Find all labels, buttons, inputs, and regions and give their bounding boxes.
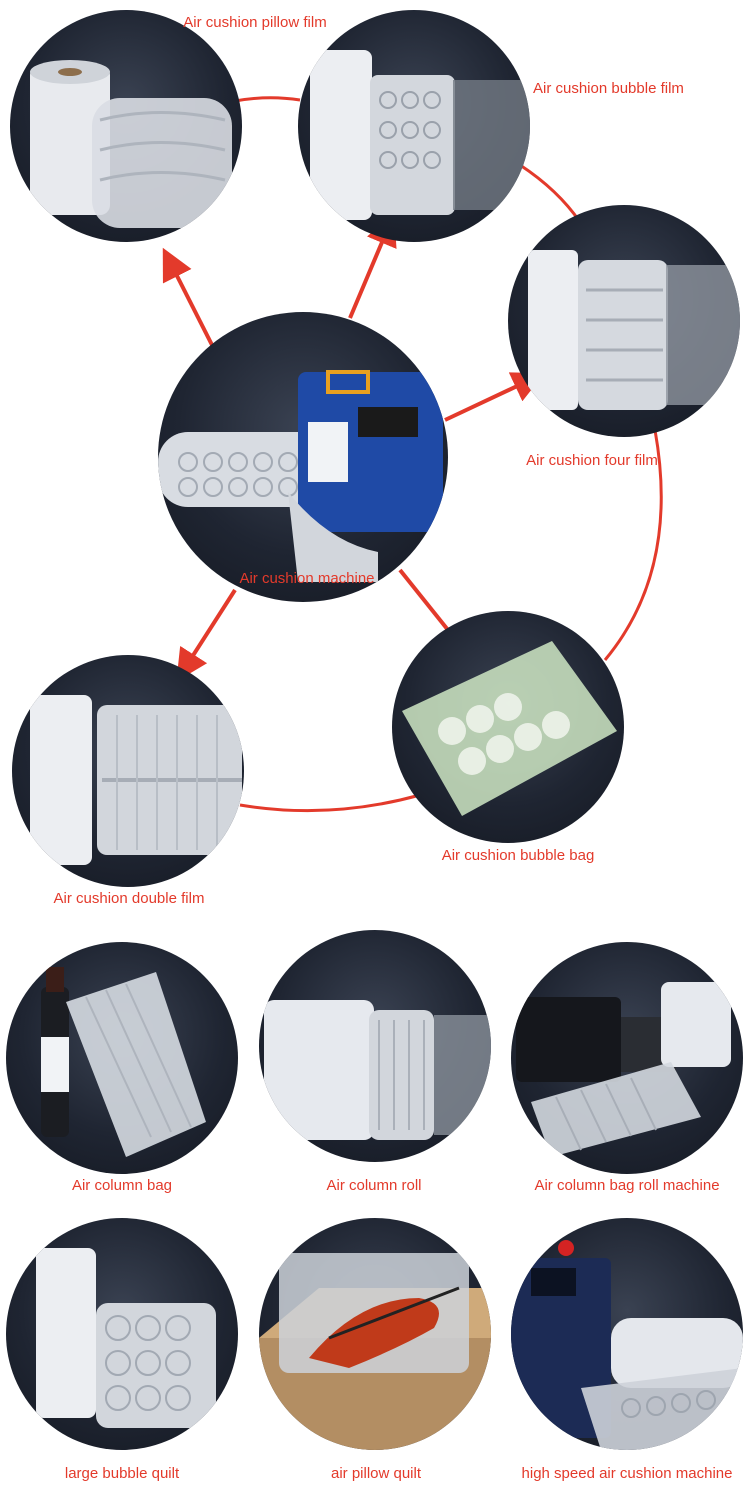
- large-bubble-quilt-image: [6, 1218, 238, 1450]
- label-machine: Air cushion machine: [239, 570, 375, 587]
- high-speed-air-cushion-machine-image: [511, 1218, 743, 1450]
- bubble-film-image: [298, 10, 530, 242]
- air-pillow-quilt-image: [259, 1218, 491, 1450]
- label-large-bubble-quilt: large bubble quilt: [64, 1465, 180, 1482]
- label-air-pillow-quilt: air pillow quilt: [330, 1465, 422, 1482]
- double-film-image: [12, 655, 244, 887]
- label-high-speed-machine: high speed air cushion machine: [521, 1465, 733, 1482]
- label-air-column-bag: Air column bag: [71, 1177, 173, 1194]
- label-air-column-roll: Air column roll: [326, 1177, 422, 1194]
- air-column-bag-image: [6, 942, 238, 1174]
- four-film-image: [508, 205, 740, 437]
- ring-arc-top: [234, 96, 301, 103]
- bubble-bag-image: [392, 611, 624, 843]
- label-bubble-film: Air cushion bubble film: [533, 80, 684, 97]
- pillow-film-image: [10, 10, 242, 242]
- label-double-film: Air cushion double film: [53, 890, 205, 907]
- label-bubble-bag: Air cushion bubble bag: [441, 847, 595, 864]
- label-pillow-film: Air cushion pillow film: [183, 14, 327, 31]
- label-air-column-bag-roll-machine: Air column bag roll machine: [534, 1177, 720, 1194]
- air-column-bag-roll-machine-image: [511, 942, 743, 1174]
- air-cushion-machine-image: [158, 312, 448, 602]
- label-four-film: Air cushion four film: [526, 452, 658, 469]
- air-column-roll-image: [259, 930, 491, 1162]
